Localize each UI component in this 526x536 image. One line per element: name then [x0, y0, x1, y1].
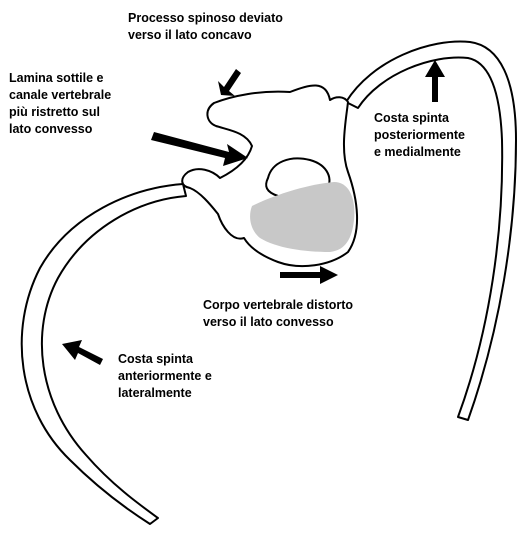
arrow-lamina — [151, 132, 248, 166]
label-line: anteriormente e — [118, 368, 212, 385]
arrow-spinous — [218, 69, 241, 96]
label-rib-anterior: Costa spinta anteriormente e lateralment… — [118, 351, 212, 402]
label-line: Costa spinta — [374, 110, 465, 127]
arrow-vertebral-body — [280, 266, 338, 284]
label-lamina: Lamina sottile e canale vertebrale più r… — [9, 70, 111, 138]
label-line: Lamina sottile e — [9, 70, 111, 87]
label-line: e medialmente — [374, 144, 465, 161]
label-line: Costa spinta — [118, 351, 212, 368]
label-line: posteriormente — [374, 127, 465, 144]
label-line: più ristretto sul — [9, 104, 111, 121]
right-rib — [346, 42, 516, 420]
label-line: lato convesso — [9, 121, 111, 138]
label-spinous-process: Processo spinoso deviato verso il lato c… — [128, 10, 283, 44]
label-line: Processo spinoso deviato — [128, 10, 283, 27]
arrow-rib-anterior — [62, 340, 103, 365]
label-line: canale vertebrale — [9, 87, 111, 104]
label-line: Corpo vertebrale distorto — [203, 297, 353, 314]
arrow-rib-posterior — [425, 60, 445, 102]
label-rib-posterior: Costa spinta posteriormente e medialment… — [374, 110, 465, 161]
label-line: lateralmente — [118, 385, 212, 402]
label-line: verso il lato convesso — [203, 314, 353, 331]
label-vertebral-body: Corpo vertebrale distorto verso il lato … — [203, 297, 353, 331]
label-line: verso il lato concavo — [128, 27, 283, 44]
